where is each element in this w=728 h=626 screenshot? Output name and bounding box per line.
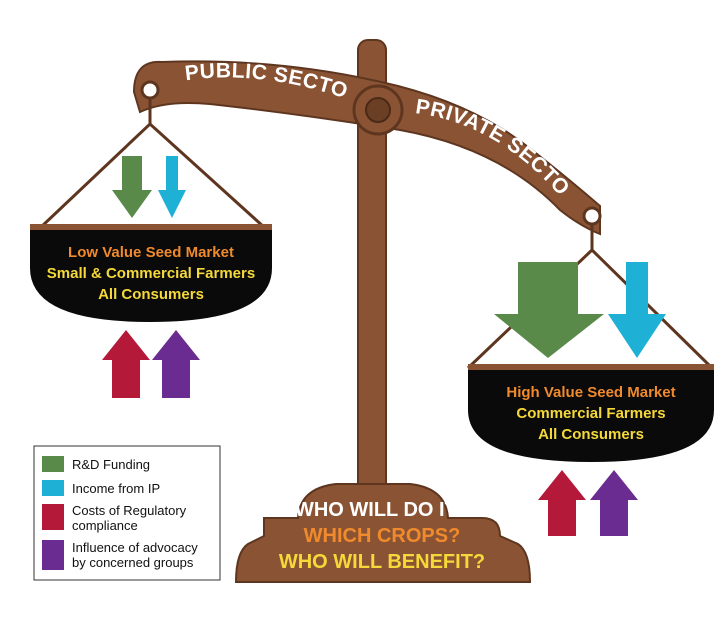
right-pan-line1: High Value Seed Market xyxy=(506,384,675,401)
left-regulatory-arrow xyxy=(102,330,150,398)
base-line1: WHO WILL DO IT? xyxy=(295,499,469,521)
left-hook xyxy=(140,80,160,100)
legend: R&D Funding Income from IP Costs of Regu… xyxy=(33,445,221,581)
left-rd-funding-arrow xyxy=(112,156,152,218)
right-strings xyxy=(466,247,714,370)
left-pan-line3: All Consumers xyxy=(98,286,204,303)
left-income-ip-arrow xyxy=(158,156,186,218)
right-rd-funding-arrow xyxy=(494,262,604,358)
left-pan-rim xyxy=(30,224,272,230)
legend-swatch-regulatory xyxy=(42,504,64,530)
left-pan xyxy=(30,230,272,322)
pivot-center xyxy=(365,97,391,123)
right-pan-line2: Commercial Farmers xyxy=(516,405,665,422)
legend-swatch-ip xyxy=(42,480,64,496)
left-advocacy-arrow xyxy=(152,330,200,398)
right-pan-rim xyxy=(468,364,714,370)
left-pan-line2: Small & Commercial Farmers xyxy=(47,265,255,282)
right-hook xyxy=(582,206,602,226)
right-pan-line3: All Consumers xyxy=(538,426,644,443)
legend-label-rd: R&D Funding xyxy=(72,457,150,472)
right-pan xyxy=(468,370,714,462)
left-pan-line1: Low Value Seed Market xyxy=(68,244,234,261)
right-income-ip-arrow xyxy=(608,262,666,358)
legend-label-regulatory-1: Costs of Regulatory xyxy=(72,503,187,518)
base-line3: WHO WILL BENEFIT? xyxy=(279,551,485,573)
scale-pole xyxy=(357,119,387,516)
legend-label-ip: Income from IP xyxy=(72,481,160,496)
left-strings xyxy=(38,121,267,230)
legend-swatch-advocacy xyxy=(42,540,64,570)
scale-base xyxy=(234,483,532,583)
base-line2: WHICH CROPS? xyxy=(304,525,461,547)
legend-label-advocacy-1: Influence of advocacy xyxy=(72,540,198,555)
right-advocacy-arrow xyxy=(590,470,638,536)
scale-beam xyxy=(132,60,601,236)
legend-swatch-rd xyxy=(42,456,64,472)
legend-label-regulatory-2: compliance xyxy=(72,518,138,533)
legend-label-advocacy-2: by concerned groups xyxy=(72,555,194,570)
right-regulatory-arrow xyxy=(538,470,586,536)
